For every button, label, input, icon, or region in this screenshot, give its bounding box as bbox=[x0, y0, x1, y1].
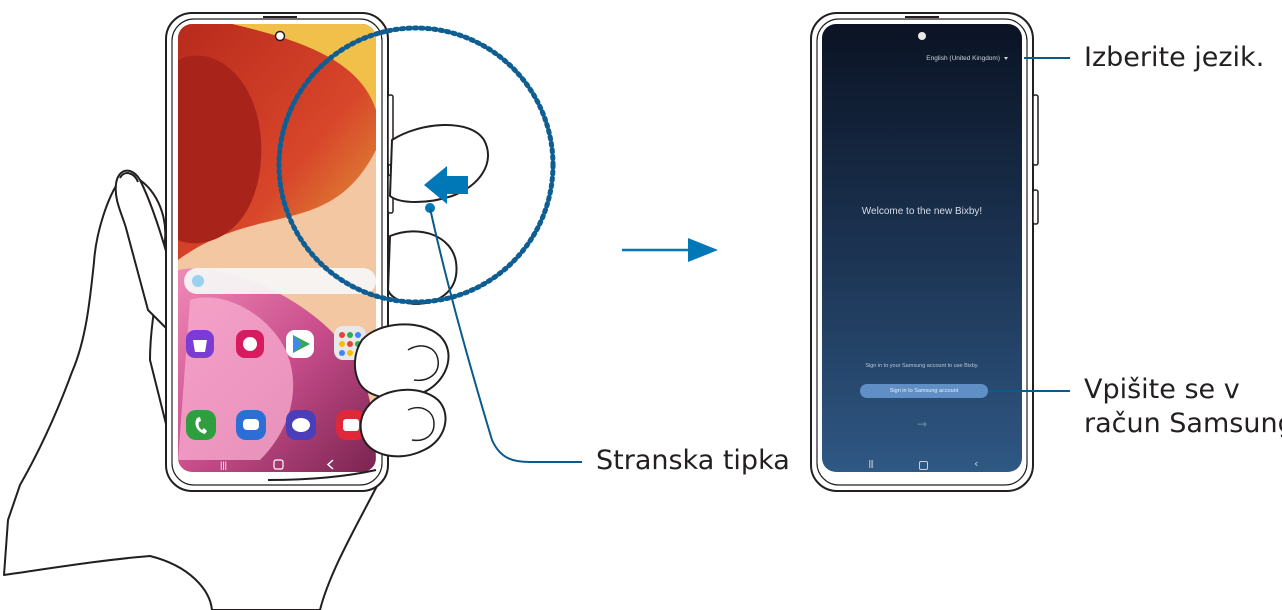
press-arrow-icon bbox=[424, 166, 468, 204]
sign-in-hint: Sign in to your Samsung account to use B… bbox=[865, 363, 979, 369]
side-key-callout: Stranska tipka bbox=[596, 445, 790, 476]
language-label: English (United Kingdom) bbox=[926, 54, 1000, 62]
chevron-down-icon bbox=[1004, 56, 1008, 60]
sign-in-callout-line2: račun Samsung. bbox=[1084, 408, 1282, 439]
back-icon[interactable]: ‹ bbox=[974, 457, 979, 470]
home-icon[interactable] bbox=[919, 461, 928, 470]
welcome-title: Welcome to the new Bixby! bbox=[861, 206, 983, 217]
next-arrow-icon[interactable]: → bbox=[916, 417, 928, 431]
svg-text:|||: ||| bbox=[220, 460, 227, 470]
transition-arrow-icon bbox=[622, 238, 718, 262]
left-front-camera bbox=[274, 30, 286, 42]
language-selector[interactable]: English (United Kingdom) bbox=[896, 52, 1008, 64]
side-key-leader bbox=[429, 207, 582, 463]
zoom-circle bbox=[276, 25, 556, 305]
sign-in-button-label: Sign in to Samsung account bbox=[889, 388, 959, 394]
recents-icon[interactable]: ||| bbox=[868, 459, 874, 468]
home-screen: ||| bbox=[178, 24, 376, 472]
thumb bbox=[114, 169, 169, 331]
right-front-camera bbox=[918, 32, 926, 40]
bixby-nav-bar: ||| ‹ bbox=[822, 457, 1022, 472]
sign-in-callout-line1: Vpišite se v bbox=[1084, 374, 1240, 405]
select-language-callout: Izberite jezik. bbox=[1084, 42, 1265, 73]
sign-in-button[interactable]: Sign in to Samsung account bbox=[860, 384, 988, 398]
bixby-screen bbox=[822, 24, 1022, 472]
